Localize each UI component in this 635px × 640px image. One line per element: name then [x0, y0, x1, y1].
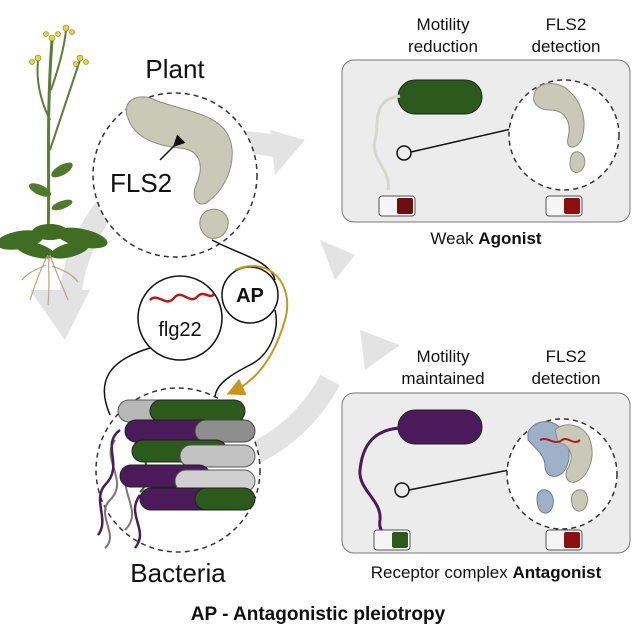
bacteria-cluster: [96, 399, 256, 549]
top-toggle-left: [378, 195, 416, 217]
weak-agonist-caption: Weak Agonist: [430, 229, 541, 248]
agonist-bacterium-body: [397, 79, 483, 115]
bottom-col2-line1: FLS2: [546, 347, 587, 366]
bacteria-label: Bacteria: [130, 558, 226, 588]
ap-label: AP: [236, 285, 264, 307]
bottom-toggle-right: [545, 529, 583, 551]
fls2-pointer-arrow: [159, 134, 186, 161]
plant-illustration: [0, 24, 108, 306]
weak-agonist-caption-prefix: Weak: [430, 229, 478, 248]
plant-label: Plant: [145, 54, 205, 84]
flg22-to-bacteria-line: [103, 347, 151, 416]
top-col2-line1: FLS2: [546, 15, 587, 34]
bottom-col2-line2: detection: [532, 369, 601, 388]
top-col1-line1: Motility: [417, 15, 470, 34]
agonist-fls2-circle: [508, 79, 620, 191]
agonist-flagellin-zoom: [396, 145, 412, 161]
weak-agonist-caption-bold: Agonist: [478, 229, 542, 248]
top-col1-line2: reduction: [408, 37, 478, 56]
cycle-arrowhead-right-bottom: [360, 330, 400, 370]
antagonist-caption-bold: Antagonist: [512, 563, 601, 582]
flg22-peptide: [149, 292, 216, 303]
bottom-toggle-left: [373, 529, 411, 551]
cycle-arrowhead-left: [30, 290, 90, 340]
top-toggle-right: [545, 195, 583, 217]
antagonist-inhibition-line: [408, 456, 528, 491]
antagonist-receptor-complex: [527, 421, 593, 514]
agonist-fls2-receptor: [533, 83, 586, 173]
fls2-label: FLS2: [110, 168, 172, 198]
cycle-arrowhead-right-top: [320, 240, 355, 280]
fls2-receptor-plant: [125, 96, 233, 239]
antagonist-caption-prefix: Receptor complex: [371, 563, 513, 582]
fls2-stem-line: [211, 239, 276, 281]
flg22-label: flg22: [158, 319, 201, 341]
cycle-arrowhead-top: [270, 130, 305, 175]
bottom-col1-line1: Motility: [417, 347, 470, 366]
ap-arrow: [226, 265, 289, 396]
cycle-arrowheads: [30, 130, 400, 370]
top-col2-line2: detection: [532, 37, 601, 56]
agonist-flagellum: [372, 94, 401, 191]
bottom-col1-line2: maintained: [401, 369, 484, 388]
antagonist-peptide: [539, 438, 581, 443]
ap-to-bacteria-line: [214, 309, 277, 399]
footer-title: AP - Antagonistic pleiotropy: [191, 604, 446, 625]
antagonist-caption: Receptor complex Antagonist: [371, 563, 602, 582]
antagonist-bacterium-body: [397, 409, 483, 445]
flg22-circle: [137, 275, 223, 361]
